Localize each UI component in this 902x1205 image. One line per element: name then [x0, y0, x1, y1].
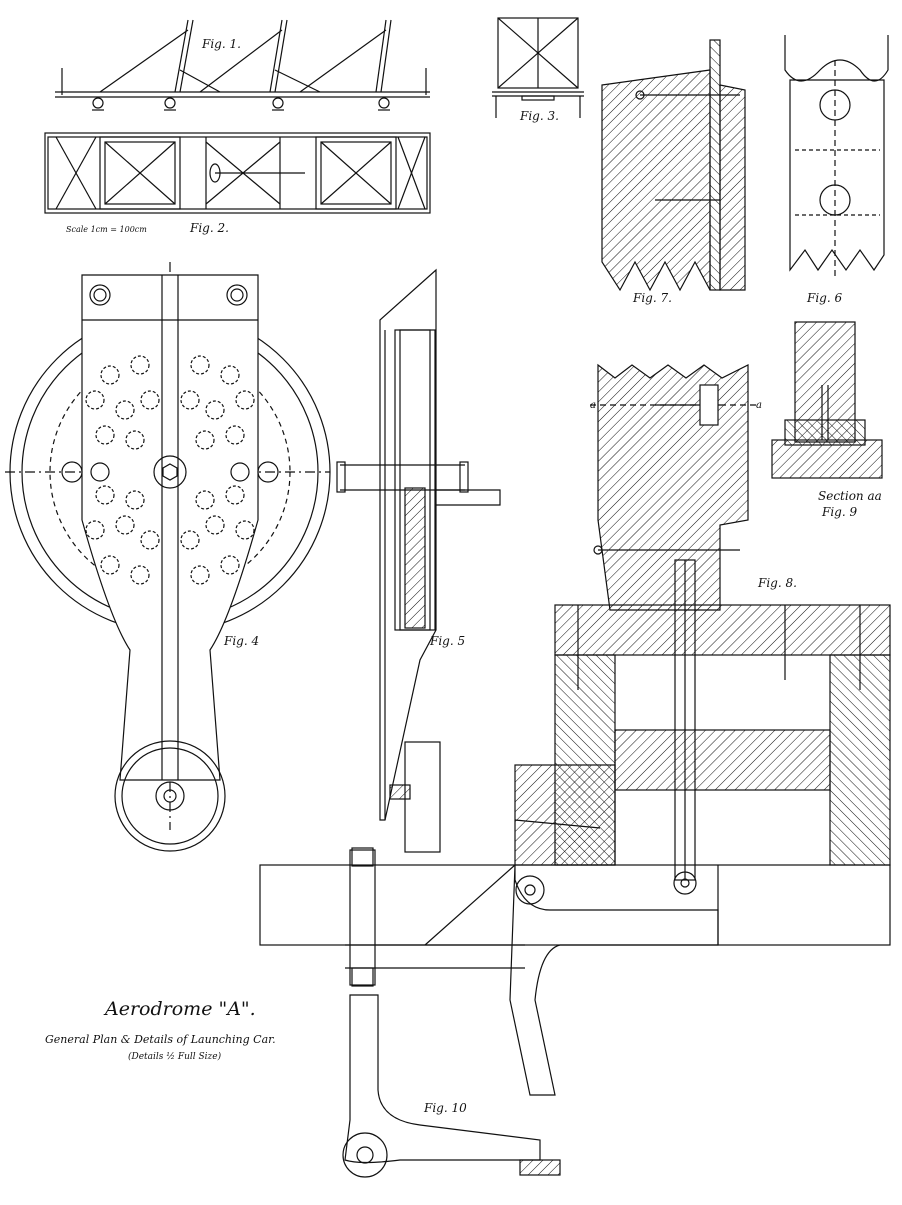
fig4-bracket-front: [5, 262, 331, 852]
fig10-label: Fig. 10: [423, 1101, 467, 1115]
fig3-label: Fig. 3.: [519, 109, 559, 123]
figure-labels: Fig. 1. Fig. 2. Scale 1cm = 100cm Fig. 3…: [66, 37, 882, 1115]
fig4-label: Fig. 4: [223, 634, 259, 648]
drawing-title: Aerodrome "A".: [105, 998, 256, 1020]
section-aa-label: Section aa: [818, 489, 882, 503]
fig5-label: Fig. 5: [429, 634, 465, 648]
fig3-end-view: [492, 17, 584, 118]
fig1-label: Fig. 1.: [201, 37, 241, 51]
fig7-section: [601, 39, 746, 292]
fig1-side-elevation: [55, 19, 430, 111]
fig10-base-clamp: [259, 847, 891, 1178]
fig7-label: Fig. 7.: [632, 291, 672, 305]
drawing-subtitle: General Plan & Details of Launching Car.: [45, 1033, 276, 1046]
fig6-front-view: [784, 35, 889, 280]
fig8-label: Fig. 8.: [757, 576, 797, 590]
section-mark-right: a: [756, 400, 762, 411]
fig9-section-aa: [771, 321, 883, 479]
scale-label: Scale 1cm = 100cm: [66, 225, 147, 234]
fig5-bracket-side: [336, 268, 501, 853]
fig2-plan-view: [44, 132, 431, 214]
fig8-main-section: [514, 363, 891, 895]
drawing-scale-note: (Details ½ Full Size): [128, 1052, 222, 1062]
section-mark-left: a: [590, 400, 596, 411]
fig9-label: Fig. 9: [821, 505, 857, 519]
fig6-label: Fig. 6: [806, 291, 842, 305]
fig2-label: Fig. 2.: [189, 221, 229, 235]
